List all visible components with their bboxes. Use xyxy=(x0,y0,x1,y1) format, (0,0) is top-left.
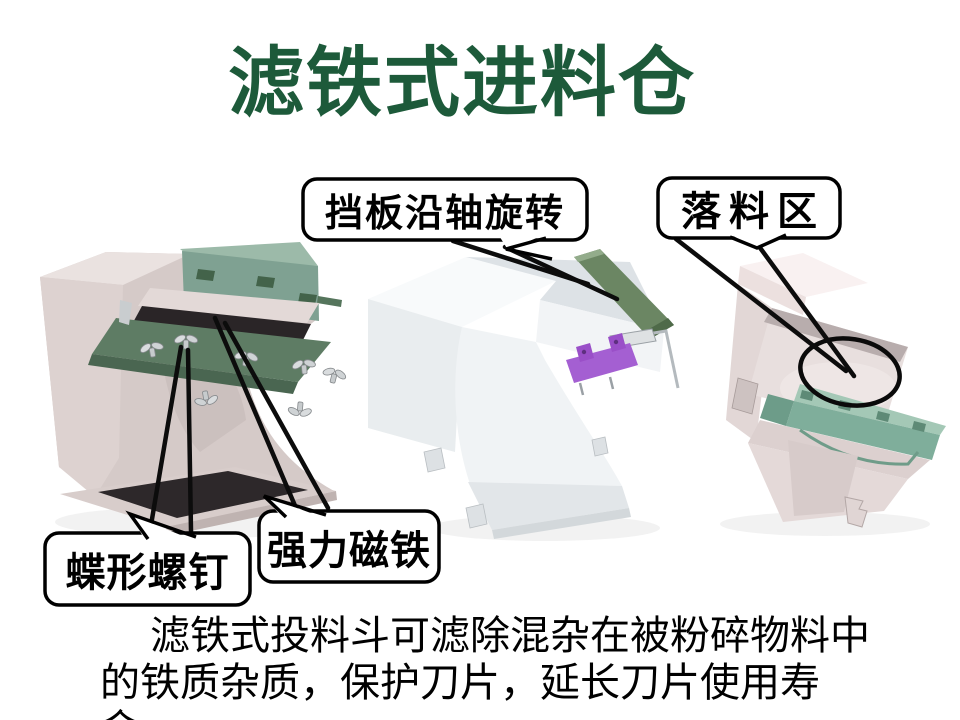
figure-left-hopper-closed xyxy=(40,242,349,536)
hopper-left-face xyxy=(40,277,123,497)
callout-box-baffle xyxy=(301,177,589,242)
foot xyxy=(465,503,488,529)
callout-label-wingscrew: 蝶形螺钉 xyxy=(65,550,230,595)
foot xyxy=(423,447,446,473)
callout-tail-fill xyxy=(726,232,786,249)
box-top-face xyxy=(368,257,556,327)
callout-tail xyxy=(505,236,553,261)
baffle-edge-highlight xyxy=(574,249,604,262)
hinge-pins xyxy=(578,376,615,396)
wing-nut xyxy=(319,364,349,387)
underside-band xyxy=(138,288,319,323)
hopper-top-face xyxy=(40,252,190,285)
plate-clip xyxy=(876,411,890,422)
magnet-plate xyxy=(92,318,331,382)
callout-tail xyxy=(262,494,327,519)
teal-plate-top xyxy=(794,384,946,435)
leader-lines xyxy=(147,236,857,534)
leader-dropzone-2 xyxy=(755,242,857,379)
box-left-face xyxy=(368,299,462,452)
base-flange xyxy=(468,482,629,530)
clip xyxy=(256,276,275,288)
plate-clip xyxy=(800,390,814,401)
wing-nut xyxy=(286,400,314,420)
ramp-face xyxy=(455,327,622,486)
leader-magnet-2 xyxy=(222,320,331,511)
leader-wingscrew-1 xyxy=(147,344,184,534)
plate-clip xyxy=(912,421,926,432)
figure-right-hopper-dropzone xyxy=(726,253,946,528)
leader-dropzone-1 xyxy=(673,236,849,374)
callout-tail xyxy=(729,233,787,250)
callout-box-magnet xyxy=(257,509,441,584)
callout-tail-fill xyxy=(498,234,546,250)
outlet-opening xyxy=(98,471,308,518)
leader-magnet-1 xyxy=(212,315,299,511)
baffle-plate xyxy=(574,249,674,339)
teal-plate-end xyxy=(760,394,794,426)
callout-bubbles xyxy=(43,176,842,607)
clip-bar xyxy=(317,296,342,307)
top-box-front xyxy=(738,266,806,315)
shadow-right xyxy=(720,512,930,536)
hinge-rod xyxy=(647,329,680,389)
description-line-2: 的铁质杂质，保护刀片，延长刀片使用寿命。 xyxy=(100,660,820,720)
callout-label-dropzone: 落料区 xyxy=(681,189,825,234)
clip xyxy=(196,269,215,281)
bracket xyxy=(119,300,132,325)
tab-hole xyxy=(581,349,587,355)
base-lip xyxy=(492,508,631,539)
hinge-bracket xyxy=(731,377,759,415)
pedestal-column xyxy=(788,440,858,516)
callout-label-baffle: 挡板沿轴旋转 xyxy=(324,193,565,235)
figure-middle-hopper-open xyxy=(368,249,680,539)
leader-baffle-2 xyxy=(502,244,620,302)
foot xyxy=(591,436,609,457)
callout-tail xyxy=(125,510,197,541)
drop-zone-ellipse xyxy=(798,336,902,408)
tab-hole xyxy=(613,339,619,345)
interior-shadow-band xyxy=(764,308,908,362)
description-paragraph: 滤铁式投料斗可滤除混杂在被粉碎物料中 的铁质杂质，保护刀片，延长刀片使用寿命。 xyxy=(100,612,880,720)
page-title: 滤铁式进料仓 xyxy=(228,42,696,126)
bottom-fork-tab xyxy=(844,496,868,528)
callout-label-magnet: 强力磁铁 xyxy=(267,527,431,573)
hinge-bracket-purple xyxy=(566,343,638,383)
description-line-1: 滤铁式投料斗可滤除混杂在被粉碎物料中 xyxy=(150,613,870,658)
leader-wingscrew-2 xyxy=(185,347,194,534)
teal-plate-front xyxy=(786,401,940,460)
